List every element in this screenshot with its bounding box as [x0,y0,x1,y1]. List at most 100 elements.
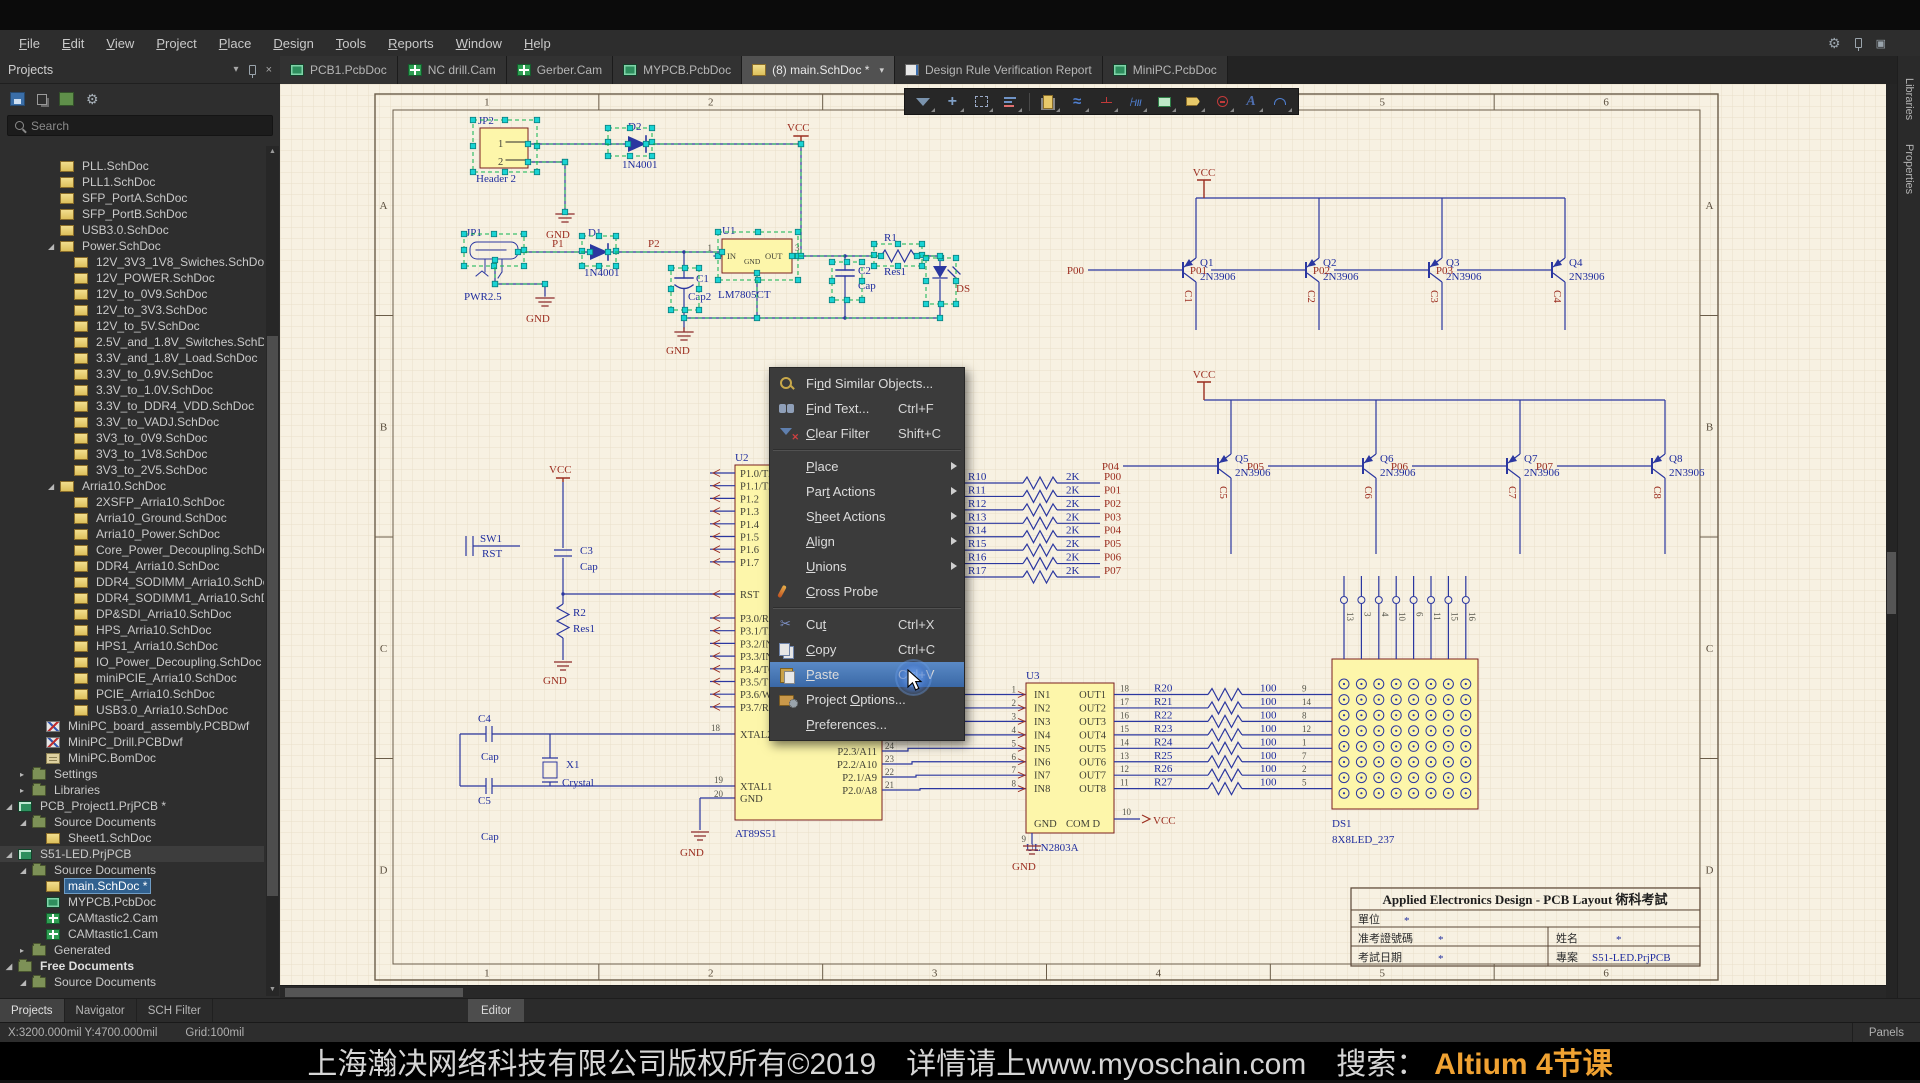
menu-item[interactable]: Project [156,35,197,51]
toolbar-icon[interactable] [1209,90,1235,113]
tree-item[interactable]: DDR4_SODIMM1_Arria10.SchDoc [0,590,264,606]
menu-item[interactable]: Design [273,35,314,51]
context-menu-item[interactable]: Unions [770,554,964,579]
search-input[interactable] [31,118,231,133]
menu-item[interactable]: Window [455,35,502,51]
tree-item[interactable]: SFP_PortB.SchDoc [0,206,264,222]
toolbar-icon[interactable] [1267,90,1293,113]
tree-item[interactable]: 2XSFP_Arria10.SchDoc [0,494,264,510]
gnd-symbol[interactable] [674,327,694,341]
tree-item[interactable]: HPS1_Arria10.SchDoc [0,638,264,654]
gnd-symbol[interactable] [691,831,709,841]
gnd-symbol[interactable] [554,661,572,671]
toolbar-icon[interactable] [1026,90,1032,113]
toolbar-icon[interactable] [1151,90,1177,113]
power-circuit[interactable]: JP2 1 2 Header 2 D2 1N4001 VCC GND JP1 P… [464,115,970,357]
expand-arrow-icon[interactable]: ◢ [48,481,55,491]
menu-item[interactable]: Reports [388,35,434,51]
document-tab[interactable]: Design Rule Verification Report ▾ [895,56,1103,84]
expand-arrow-icon[interactable]: ◢ [20,977,27,987]
tree-item[interactable]: ◢ Power.SchDoc [0,238,264,254]
pin-icon[interactable] [1854,38,1862,51]
schematic-editor[interactable]: JP2 1 2 Header 2 D2 1N4001 VCC GND JP1 P… [280,84,1886,998]
close-icon[interactable]: × [265,63,272,76]
toolbar-icon[interactable] [1093,90,1119,113]
tree-item[interactable]: 12V_to_0V9.SchDoc [0,286,264,302]
tree-item[interactable]: 3V3_to_0V9.SchDoc [0,430,264,446]
cap-c2[interactable] [835,269,855,277]
panel-tab[interactable]: Properties [1903,144,1915,195]
tree-item[interactable]: MiniPC_board_assembly.PCBDwf [0,718,264,734]
crystal-circuit[interactable]: C4 Cap C5 Cap X1 Crystal GND 18 19 20 [459,713,735,859]
tree-item[interactable]: ◢ Free Documents [0,958,264,974]
menu-item[interactable]: Place [218,35,252,51]
document-tab[interactable]: (8) main.SchDoc * ▾ [742,56,896,84]
menu-item[interactable]: Tools [335,35,367,51]
expand-arrow-icon[interactable]: ◢ [6,801,13,811]
driver-u3[interactable]: U3 ULN2803A GND COM D 10 VCC 9 GND [1012,670,1176,873]
context-menu-item[interactable] [773,607,961,609]
tree-item[interactable]: USB3.0_Arria10.SchDoc [0,702,264,718]
tree-item[interactable]: 12V_to_3V3.SchDoc [0,302,264,318]
tree-item[interactable]: 3V3_to_1V8.SchDoc [0,446,264,462]
tree-item[interactable]: MiniPC_Drill.PCBDwf [0,734,264,750]
panel-bottom-tab[interactable]: Projects [0,999,65,1022]
toolbar-icon[interactable] [910,90,936,113]
tree-item[interactable]: 3V3_to_2V5.SchDoc [0,462,264,478]
document-tab[interactable]: Gerber.Cam ▾ [506,56,614,84]
menu-item[interactable]: File [19,35,40,51]
tree-item[interactable]: ▸ Generated [0,942,264,958]
tree-item[interactable]: miniPCIE_Arria10.SchDoc [0,670,264,686]
toolbar-icon[interactable]: + [939,90,965,113]
header-jp2[interactable] [479,127,529,169]
crystal-x1[interactable] [542,761,558,779]
toolbar-icon[interactable] [997,90,1023,113]
context-menu-item[interactable]: Clear Filter Shift+C [770,421,964,446]
tree-item[interactable]: ◢ PCB_Project1.PrjPCB * [0,798,264,814]
expand-arrow-icon[interactable]: ◢ [48,241,55,251]
tree-item[interactable]: 12V_to_5V.SchDoc [0,318,264,334]
tree-item[interactable]: Arria10_Ground.SchDoc [0,510,264,526]
tree-item[interactable]: ◢ Arria10.SchDoc [0,478,264,494]
tree-item[interactable]: DP&SDI_Arria10.SchDoc [0,606,264,622]
tree-item[interactable]: MYPCB.PcbDoc [0,894,264,910]
expand-arrow-icon[interactable]: ▸ [20,769,25,779]
menu-item[interactable]: View [106,35,135,51]
schematic-canvas[interactable]: JP2 1 2 Header 2 D2 1N4001 VCC GND JP1 P… [280,84,1886,998]
document-tab[interactable]: PCB1.PcbDoc ▾ [280,56,398,84]
context-menu-item[interactable]: Copy Ctrl+C [770,637,964,662]
expand-arrow-icon[interactable]: ◢ [20,865,27,875]
panels-button[interactable]: Panels [1851,1023,1920,1042]
panel-tab[interactable]: Libraries [1903,78,1915,121]
scrollbar-thumb[interactable] [1887,552,1896,614]
save-icon[interactable] [10,92,25,106]
context-menu-item[interactable]: Preferences... [770,712,964,737]
toolbar-icon[interactable] [968,90,994,113]
tree-item[interactable]: CAMtastic2.Cam [0,910,264,926]
panel-bottom-tab[interactable]: SCH Filter [137,999,213,1022]
gnd-symbol[interactable] [1023,845,1041,855]
context-menu-item[interactable]: Find Similar Objects... [770,371,964,396]
tree-item[interactable]: 2.5V_and_1.8V_Switches.SchDoc [0,334,264,350]
expand-arrow-icon[interactable]: ◢ [6,849,13,859]
tree-item[interactable]: ◢ Source Documents [0,814,264,830]
tree-item[interactable]: CAMtastic1.Cam [0,926,264,942]
vcc-power-port[interactable] [556,477,570,482]
toolbar-icon[interactable] [1035,90,1061,113]
tree-item[interactable]: Core_Power_Decoupling.SchDoc [0,542,264,558]
tree-item[interactable]: PLL.SchDoc [0,158,264,174]
tree-item[interactable]: ▸ Settings [0,766,264,782]
context-menu-item[interactable]: Part Actions [770,479,964,504]
gear-icon[interactable]: ⚙ [86,91,99,107]
scrollbar-thumb[interactable] [267,336,278,896]
tree-item[interactable]: Sheet1.SchDoc [0,830,264,846]
tree-item[interactable]: Arria10_Power.SchDoc [0,526,264,542]
layout-icon[interactable]: ▣ [1875,37,1886,50]
tab-editor[interactable]: Editor [468,999,525,1023]
diode-d2[interactable] [628,136,646,152]
tree-item[interactable]: 12V_3V3_1V8_Swiches.SchDoc [0,254,264,270]
panel-bottom-tab[interactable]: Navigator [65,999,137,1022]
toolbar-icon[interactable]: A [1238,90,1264,113]
context-menu-item[interactable]: Cut Ctrl+X [770,612,964,637]
resistor-r1[interactable] [880,248,916,264]
